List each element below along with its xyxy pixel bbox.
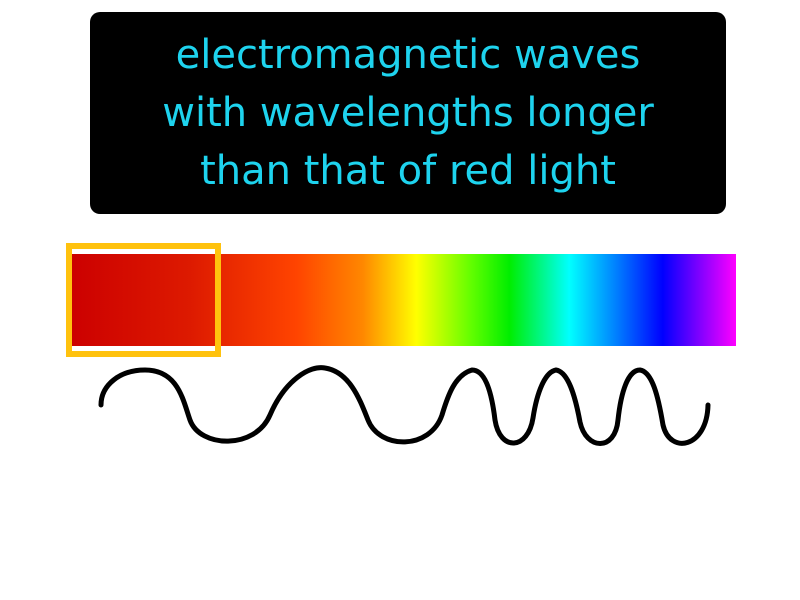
wave-path bbox=[98, 365, 711, 446]
caption-box: electromagnetic waves with wavelengths l… bbox=[90, 12, 726, 214]
spectrum-bar bbox=[70, 254, 736, 346]
caption-text: electromagnetic waves with wavelengths l… bbox=[162, 32, 654, 194]
infrared-highlight-frame bbox=[66, 243, 221, 357]
